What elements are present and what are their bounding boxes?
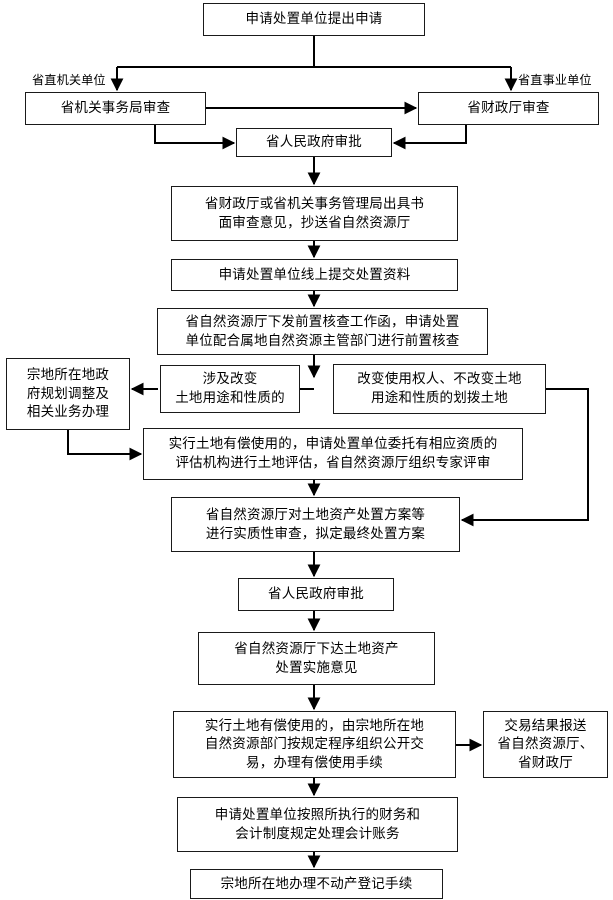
accounting-treatment[interactable]: 申请处置单位按照所执行的财务和会计制度规定处理会计账务 — [177, 797, 458, 852]
issue-implementation-opinion[interactable]: 省自然资源厅下达土地资产处置实施意见 — [198, 632, 435, 685]
transaction-result-report[interactable]: 交易结果报送省自然资源厅、省财政厅 — [483, 711, 608, 778]
node-text: 省财政厅或省机关事务管理局出具书面审查意见，抄送省自然资源厅 — [204, 195, 425, 231]
provincial-government-approval-2[interactable]: 省人民政府审批 — [238, 578, 394, 611]
node-text: 涉及改变土地用途和性质的 — [175, 371, 285, 406]
node-text: 实行土地有偿使用的，由宗地所在地自然资源部门按规定程序组织公开交易，办理有偿使用… — [204, 717, 425, 771]
provincial-finance-department-review[interactable]: 省财政厅审查 — [418, 92, 599, 125]
node-text: 省人民政府审批 — [266, 134, 362, 151]
land-location-government-planning[interactable]: 宗地所在地政府规划调整及相关业务办理 — [6, 358, 130, 430]
node-text: 申请处置单位线上提交处置资料 — [218, 266, 411, 283]
paid-use-land-appraisal[interactable]: 实行土地有偿使用的，申请处置单位委托有相应资质的评估机构进行土地评估，省自然资源… — [143, 428, 523, 480]
node-text: 申请处置单位按照所执行的财务和会计制度规定处理会计账务 — [214, 806, 421, 842]
node-text: 改变使用权人、不改变土地用途和性质的划拨土地 — [357, 371, 522, 406]
apply-submit[interactable]: 申请处置单位提出申请 — [203, 3, 425, 36]
edge-n2-to-n4 — [154, 125, 236, 150]
edge-n8-to-n11 — [67, 430, 143, 461]
label-provincial-organ-unit: 省直机关单位 — [32, 73, 106, 87]
node-text: 省自然资源厅对土地资产处置方案等进行实质性审查，拟定最终处置方案 — [205, 506, 426, 542]
edge-n3-to-n4 — [392, 125, 467, 150]
node-text: 省财政厅审查 — [467, 100, 550, 117]
node-text: 宗地所在地办理不动产登记手续 — [220, 875, 413, 892]
change-land-use-nature[interactable]: 涉及改变土地用途和性质的 — [160, 365, 300, 413]
node-text: 省自然资源厅下达土地资产处置实施意见 — [234, 640, 399, 676]
public-transaction-paid-use[interactable]: 实行土地有偿使用的，由宗地所在地自然资源部门按规定程序组织公开交易，办理有偿使用… — [173, 711, 456, 778]
node-text: 省机关事务局审查 — [60, 100, 171, 117]
node-text: 实行土地有偿使用的，申请处置单位委托有相应资质的评估机构进行土地评估，省自然资源… — [168, 436, 498, 471]
node-text: 申请处置单位提出申请 — [245, 11, 383, 28]
change-user-allocated-land[interactable]: 改变使用权人、不改变土地用途和性质的划拨土地 — [333, 364, 546, 414]
provincial-organ-affairs-bureau-review[interactable]: 省机关事务局审查 — [25, 92, 206, 125]
online-submit-materials[interactable]: 申请处置单位线上提交处置资料 — [171, 259, 458, 291]
node-text: 省人民政府审批 — [268, 586, 364, 603]
node-text: 省自然资源厅下发前置核查工作函，申请处置单位配合属地自然资源主管部门进行前置核查 — [185, 313, 460, 349]
label-provincial-institution-unit: 省直事业单位 — [518, 73, 592, 87]
pre-verification-letter[interactable]: 省自然资源厅下发前置核查工作函，申请处置单位配合属地自然资源主管部门进行前置核查 — [157, 308, 488, 355]
substantive-review-final-plan[interactable]: 省自然资源厅对土地资产处置方案等进行实质性审查，拟定最终处置方案 — [171, 497, 460, 552]
real-estate-registration[interactable]: 宗地所在地办理不动产登记手续 — [190, 869, 443, 899]
node-text: 交易结果报送省自然资源厅、省财政厅 — [497, 717, 594, 771]
provincial-government-approval-1[interactable]: 省人民政府审批 — [236, 128, 392, 157]
node-text: 宗地所在地政府规划调整及相关业务办理 — [26, 367, 110, 421]
written-review-opinion[interactable]: 省财政厅或省机关事务管理局出具书面审查意见，抄送省自然资源厅 — [171, 186, 458, 241]
